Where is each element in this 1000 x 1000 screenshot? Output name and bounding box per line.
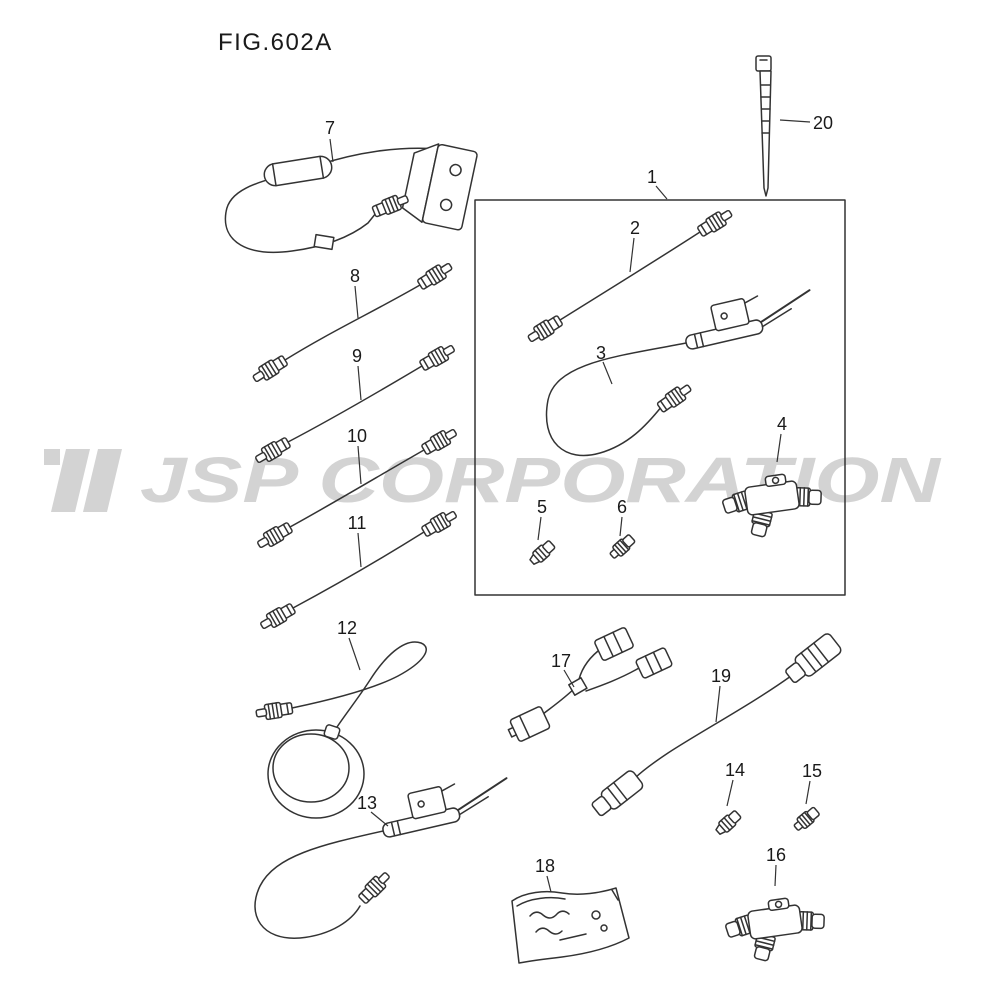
- leader-line-10: [357, 445, 362, 485]
- part-15-drawing: [791, 804, 822, 834]
- part-labels: 1 2 3 4 5 6 7 8 9 10 11 12 13 14 15 16 1: [325, 113, 833, 893]
- part-11-drawing: [257, 506, 460, 634]
- part-9-drawing: [252, 340, 458, 468]
- part-label-3: 3: [596, 343, 606, 363]
- part-label-12: 12: [337, 618, 357, 638]
- part-label-10: 10: [347, 426, 367, 446]
- part-12-drawing: [254, 641, 427, 819]
- part-14-drawing: [712, 808, 744, 838]
- part-label-9: 9: [352, 346, 362, 366]
- leader-line-19: [715, 685, 721, 723]
- part-label-2: 2: [630, 218, 640, 238]
- part-label-8: 8: [350, 266, 360, 286]
- leader-line-1: [655, 185, 668, 200]
- part-17-drawing: [507, 627, 673, 742]
- jsp-logo-icon: [44, 449, 122, 512]
- part-label-19: 19: [711, 666, 731, 686]
- leader-line-18: [546, 875, 552, 893]
- leader-line-11: [357, 532, 362, 568]
- leader-line-8: [354, 285, 359, 319]
- part-label-13: 13: [357, 793, 377, 813]
- leader-line-9: [357, 365, 362, 401]
- leader-line-4: [776, 433, 782, 463]
- leader-line-6: [619, 516, 623, 537]
- leader-line-17: [563, 669, 575, 688]
- leader-line-13: [370, 811, 389, 827]
- part-1-box: [474, 199, 846, 596]
- part-10-drawing: [254, 424, 460, 553]
- figure-title: FIG.602A: [218, 29, 333, 56]
- leader-line-15: [805, 780, 811, 805]
- leader-line-5: [537, 516, 542, 541]
- part-2-drawing: [524, 205, 736, 347]
- leader-line-16: [774, 864, 777, 887]
- part-label-18: 18: [535, 856, 555, 876]
- leader-line-14: [726, 779, 734, 807]
- part-18-drawing: [511, 887, 630, 964]
- leader-line-3: [602, 361, 613, 385]
- leader-line-12: [348, 637, 361, 671]
- part-label-14: 14: [725, 760, 745, 780]
- part-6-drawing: [606, 532, 638, 562]
- part-label-20: 20: [813, 113, 833, 133]
- part-19-drawing: [591, 633, 842, 817]
- leader-line-2: [629, 237, 635, 273]
- part-label-1: 1: [647, 167, 657, 187]
- part-20-drawing: [755, 55, 772, 197]
- part-label-4: 4: [777, 414, 787, 434]
- part-7-drawing: [224, 143, 478, 253]
- part-13-drawing: [254, 770, 515, 939]
- part-label-7: 7: [325, 118, 335, 138]
- part-label-15: 15: [802, 761, 822, 781]
- part-8-drawing: [249, 258, 456, 387]
- part-label-6: 6: [617, 497, 627, 517]
- part-label-5: 5: [537, 497, 547, 517]
- leader-line-7: [329, 138, 334, 163]
- part-label-16: 16: [766, 845, 786, 865]
- part-5-drawing: [526, 538, 558, 568]
- part-label-17: 17: [551, 651, 571, 671]
- part-16-drawing: [722, 893, 830, 967]
- leader-line-20: [779, 119, 811, 123]
- part-3-drawing: [545, 282, 818, 457]
- part-label-11: 11: [348, 513, 367, 533]
